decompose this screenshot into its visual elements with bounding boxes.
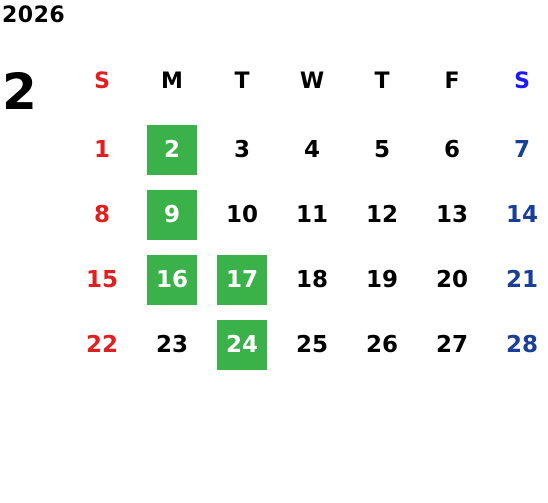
- week-row: 22 23 24 25 26 27 28: [67, 320, 548, 370]
- day-cell: 8: [93, 202, 110, 228]
- day-cell-highlighted: 17: [217, 255, 267, 305]
- day-cell: 21: [505, 267, 538, 293]
- weekday-header-tuesday: T: [234, 68, 250, 94]
- day-cell: 4: [303, 137, 320, 163]
- weekday-header-thursday: T: [374, 68, 390, 94]
- day-cell: 25: [295, 332, 328, 358]
- week-row: 8 9 10 11 12 13 14: [67, 190, 548, 240]
- day-cell: 11: [295, 202, 328, 228]
- day-cell: 3: [233, 137, 250, 163]
- day-cell: 26: [365, 332, 398, 358]
- day-cell-highlighted: 24: [217, 320, 267, 370]
- weekday-header-sunday: S: [94, 68, 110, 94]
- day-cell-highlighted: 2: [147, 125, 197, 175]
- day-cell: 18: [295, 267, 328, 293]
- day-cell: 14: [505, 202, 538, 228]
- day-cell: 27: [435, 332, 468, 358]
- day-cell: 22: [85, 332, 118, 358]
- day-cell: 23: [155, 332, 188, 358]
- month-number: 2: [2, 63, 37, 121]
- day-cell: 5: [373, 137, 390, 163]
- weekday-header-row: S M T W T F S: [67, 56, 548, 106]
- weekday-header-friday: F: [444, 68, 460, 94]
- weekday-header-wednesday: W: [299, 68, 325, 94]
- day-cell: 28: [505, 332, 538, 358]
- day-cell-highlighted: 9: [147, 190, 197, 240]
- weekday-header-saturday: S: [514, 68, 530, 94]
- day-cell: 1: [93, 137, 110, 163]
- day-cell: 6: [443, 137, 460, 163]
- day-cell: 13: [435, 202, 468, 228]
- day-cell-highlighted: 16: [147, 255, 197, 305]
- day-cell: 20: [435, 267, 468, 293]
- day-cell: 12: [365, 202, 398, 228]
- day-cell: 19: [365, 267, 398, 293]
- weekday-header-monday: M: [161, 68, 183, 94]
- day-cell: 15: [85, 267, 118, 293]
- year-label: 2026: [2, 3, 66, 28]
- week-row: 1 2 3 4 5 6 7: [67, 125, 548, 175]
- day-cell: 10: [225, 202, 258, 228]
- day-cell: 7: [513, 137, 530, 163]
- week-row: 15 16 17 18 19 20 21: [67, 255, 548, 305]
